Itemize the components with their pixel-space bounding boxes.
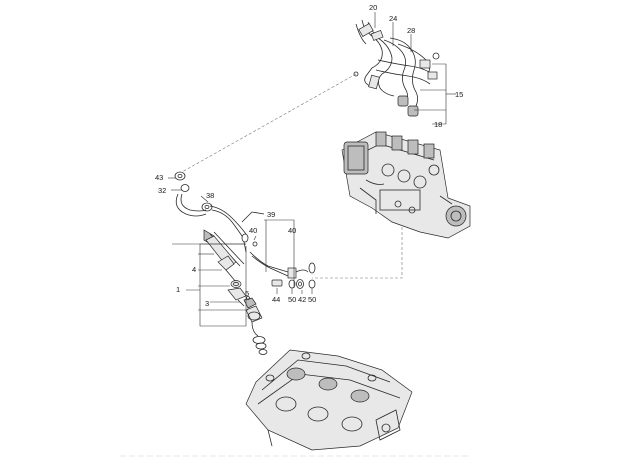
callout-50-right: 50 — [308, 295, 316, 304]
callout-3: 3 — [205, 299, 209, 308]
injection-pump — [341, 131, 471, 239]
injection-pipe-bundle — [353, 19, 440, 117]
nozzle-callout-leaders — [172, 243, 248, 327]
callout-50-left: 50 — [288, 295, 296, 304]
callout-5: 5 — [245, 289, 249, 298]
callout-1: 1 — [176, 285, 180, 294]
callout-42: 42 — [298, 295, 306, 304]
callout-18: 18 — [434, 120, 442, 129]
callout-39: 39 — [267, 210, 275, 219]
callout-4: 4 — [192, 265, 196, 274]
reference-line-pump — [312, 222, 403, 279]
callout-38: 38 — [206, 191, 214, 200]
callout-40-right: 40 — [288, 226, 296, 235]
callout-32: 32 — [158, 186, 166, 195]
injection-nozzle-assembly — [203, 229, 268, 355]
return-pipe-fittings — [271, 279, 316, 289]
mid-callout-leaders — [168, 177, 313, 294]
callout-43: 43 — [155, 173, 163, 182]
cylinder-head — [245, 349, 413, 451]
callout-labels: 20 24 28 15 18 43 32 38 39 40 40 4 1 3 5… — [155, 3, 463, 308]
callout-15: 15 — [455, 90, 463, 99]
callout-20: 20 — [369, 3, 377, 12]
callout-28: 28 — [407, 26, 415, 35]
callout-24: 24 — [389, 14, 397, 23]
reference-line-pipe — [181, 73, 357, 173]
callout-40-left: 40 — [249, 226, 257, 235]
top-callout-leaders — [374, 12, 456, 125]
callout-44: 44 — [272, 295, 280, 304]
fuel-return-pipe — [174, 171, 316, 279]
